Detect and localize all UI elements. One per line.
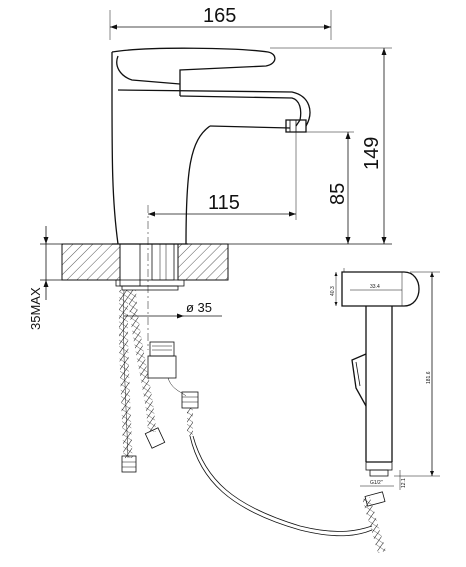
reach-dimension: 115 xyxy=(147,132,297,350)
supply-hoses xyxy=(118,289,166,473)
hand-sprayer: 33.4 40.3 181.6 G1/2" 12.1 xyxy=(330,268,440,490)
faucet-body xyxy=(111,47,311,245)
reach-label: 115 xyxy=(208,192,240,214)
height-label: 149 xyxy=(361,137,383,170)
hole-diameter-dimension: ø 35 xyxy=(124,300,222,319)
tip-label: 12.1 xyxy=(401,478,407,488)
mounting-shank xyxy=(115,243,185,291)
head-height-label: 40.3 xyxy=(330,286,336,296)
thread-label: G1/2" xyxy=(370,480,383,486)
hole-diameter-label: ø 35 xyxy=(186,300,212,315)
spout-height-dimension: 85 xyxy=(306,131,354,244)
height-dimension: 149 xyxy=(270,47,392,244)
sprayer-connector xyxy=(147,341,386,554)
sprayer-length-label: 181.6 xyxy=(426,371,432,384)
width-label: 165 xyxy=(203,5,236,27)
deck-thickness-label: 35MAX xyxy=(28,287,43,330)
deck-thickness-dimension: 35MAX xyxy=(28,226,49,330)
width-dimension: 165 xyxy=(109,5,332,40)
spout-height-label: 85 xyxy=(327,183,349,205)
head-width-label: 33.4 xyxy=(370,284,380,290)
countertop xyxy=(40,243,392,281)
